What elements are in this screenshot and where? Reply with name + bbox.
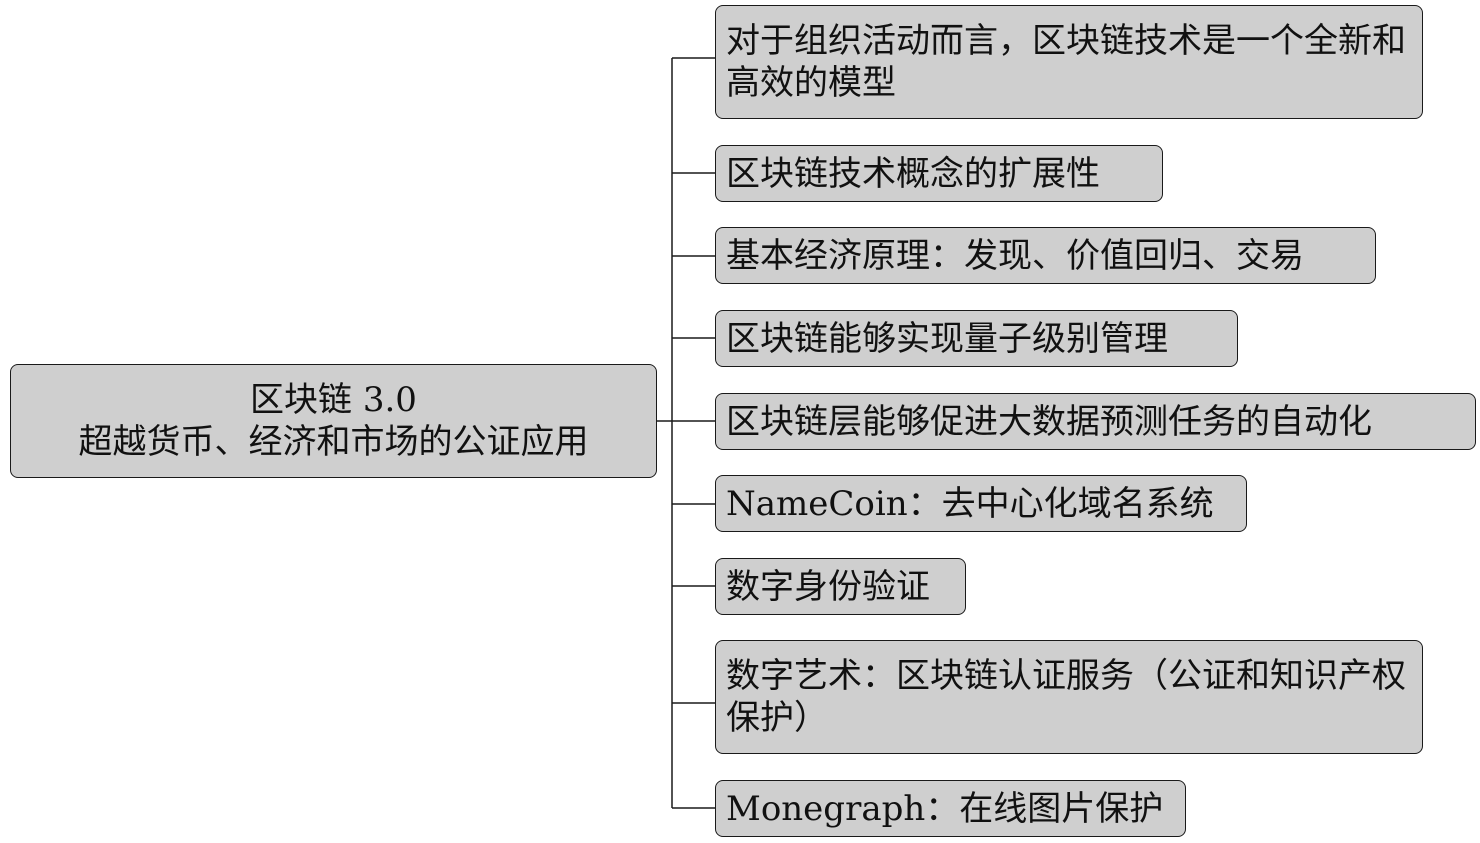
branch-label-5: 区块链层能够促进大数据预测任务的自动化 — [726, 401, 1372, 442]
branch-label-1: 对于组织活动而言，区块链技术是一个全新和高效的模型 — [726, 21, 1406, 103]
branch-label-8: 数字艺术：区块链认证服务（公证和知识产权保护） — [726, 656, 1406, 738]
branch-label-4: 区块链能够实现量子级别管理 — [726, 318, 1168, 359]
branch-node-8: 数字艺术：区块链认证服务（公证和知识产权保护） — [715, 640, 1423, 754]
branch-node-4: 区块链能够实现量子级别管理 — [715, 310, 1238, 367]
branch-label-7: 数字身份验证 — [726, 566, 930, 607]
branch-label-3: 基本经济原理：发现、价值回归、交易 — [726, 235, 1304, 276]
branch-node-9: Monegraph：在线图片保护 — [715, 780, 1186, 837]
branch-label-2: 区块链技术概念的扩展性 — [726, 153, 1100, 194]
branch-node-5: 区块链层能够促进大数据预测任务的自动化 — [715, 393, 1476, 450]
branch-label-6: NameCoin：去中心化域名系统 — [726, 483, 1214, 524]
root-subtitle: 超越货币、经济和市场的公证应用 — [78, 422, 589, 462]
branch-node-2: 区块链技术概念的扩展性 — [715, 145, 1163, 202]
branch-node-6: NameCoin：去中心化域名系统 — [715, 475, 1247, 532]
root-title: 区块链 3.0 — [250, 380, 417, 420]
branch-node-7: 数字身份验证 — [715, 558, 966, 615]
branch-node-1: 对于组织活动而言，区块链技术是一个全新和高效的模型 — [715, 5, 1423, 119]
branch-label-9: Monegraph：在线图片保护 — [726, 788, 1164, 829]
branch-node-3: 基本经济原理：发现、价值回归、交易 — [715, 227, 1376, 284]
root-node: 区块链 3.0 超越货币、经济和市场的公证应用 — [10, 364, 657, 478]
